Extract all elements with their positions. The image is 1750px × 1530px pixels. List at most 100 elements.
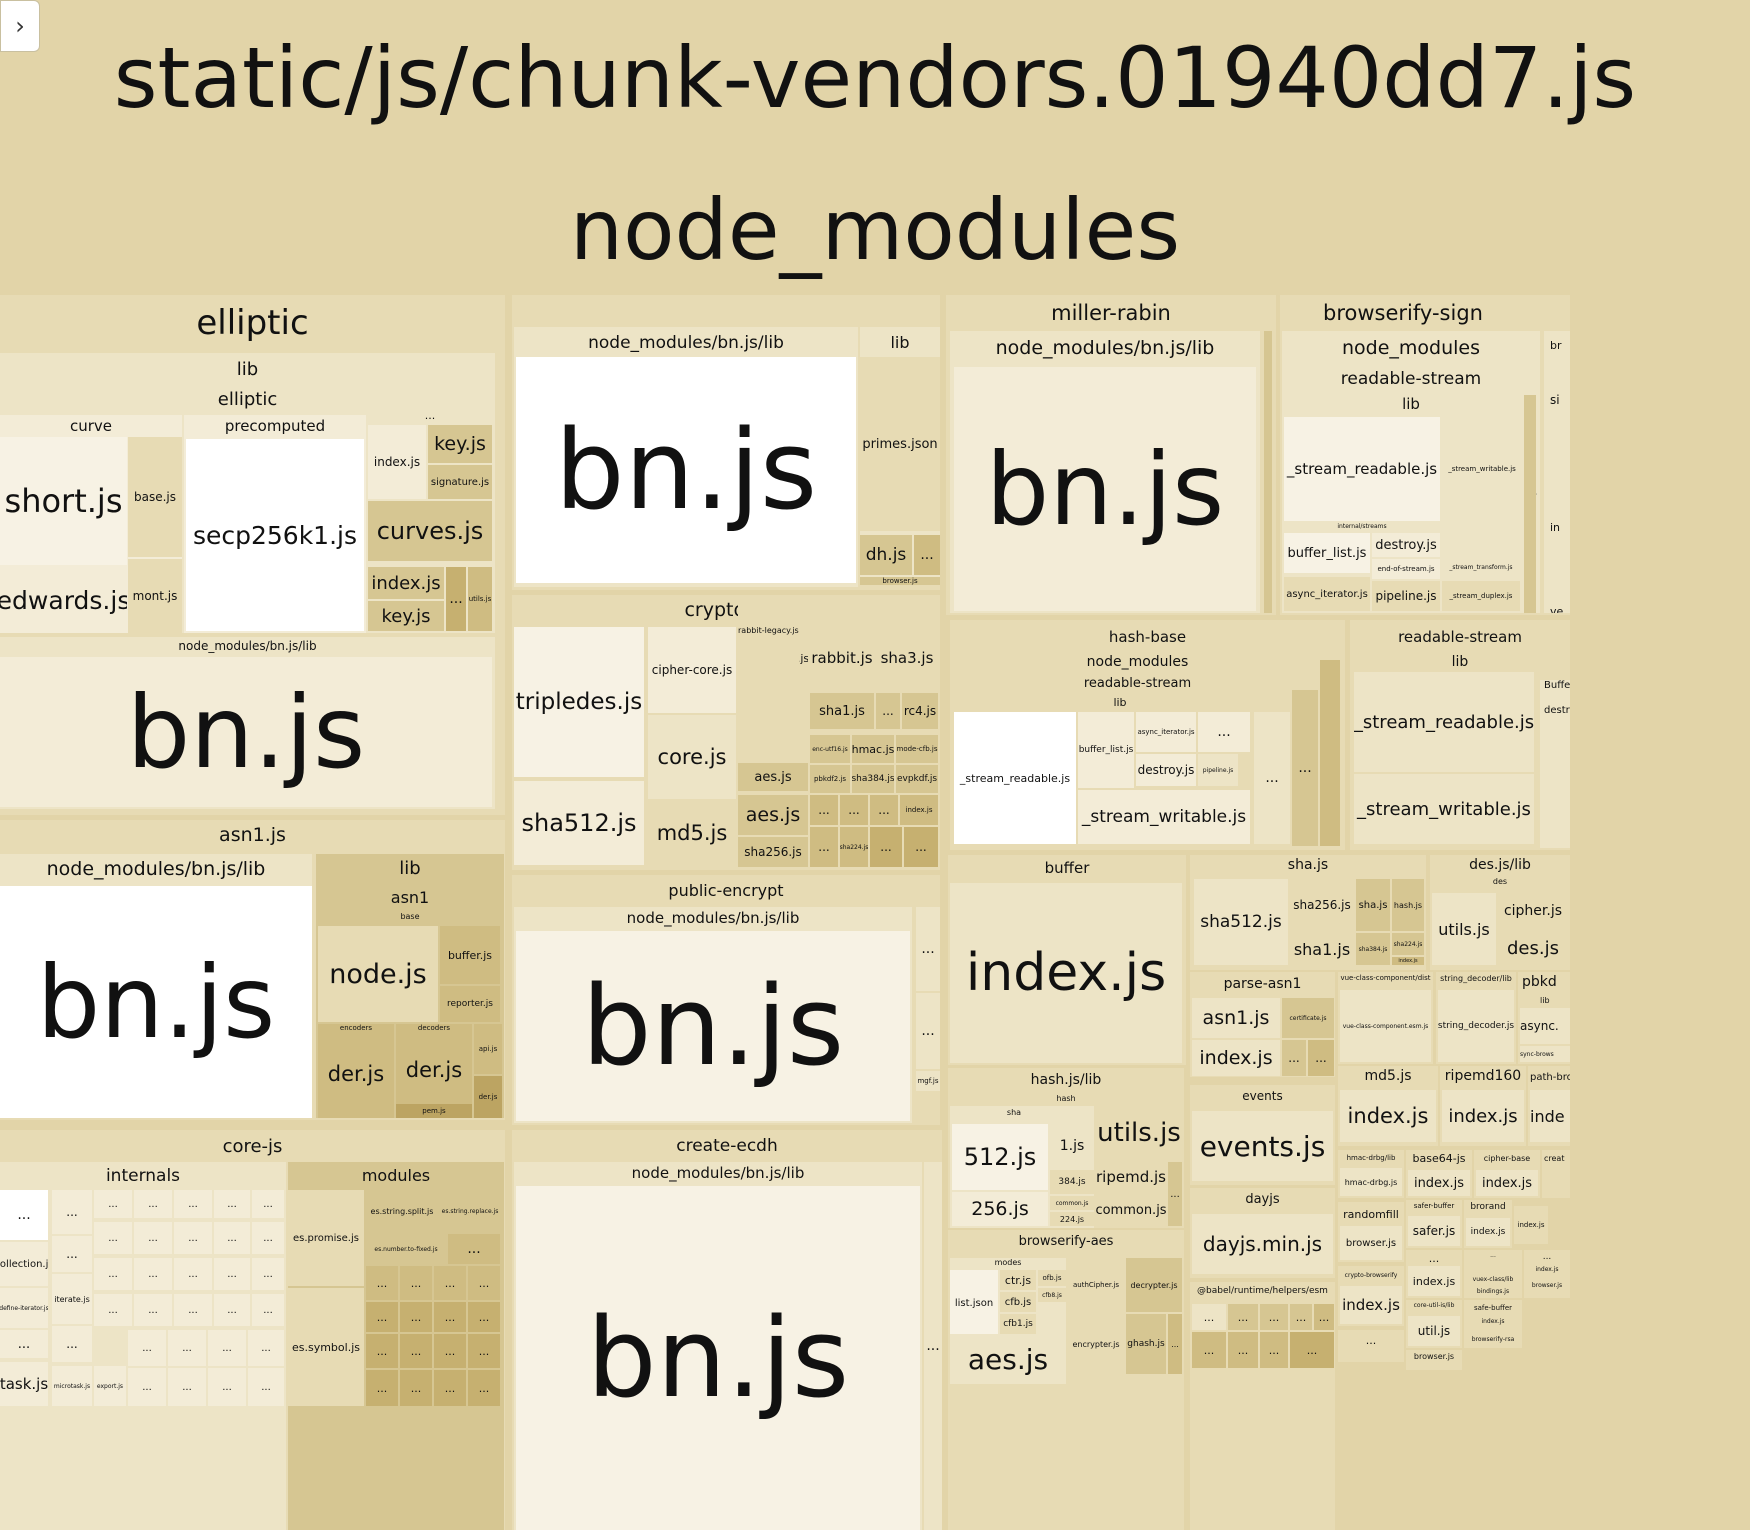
- tile-cipher-core-js[interactable]: cipher-core.js: [648, 627, 736, 713]
- tile-224-js[interactable]: 224.js: [1050, 1212, 1094, 1226]
- tile-ripemd-js[interactable]: ripemd.js: [1096, 1162, 1166, 1192]
- tile-cfb8-js[interactable]: cfb8.js: [1038, 1288, 1066, 1302]
- tile-randomfill[interactable]: randomfill browser.js: [1338, 1202, 1404, 1262]
- tile-readable-stream[interactable]: readable-stream lib _stream_readable.js …: [1350, 620, 1570, 850]
- tile-der-js[interactable]: der.js: [327, 1062, 385, 1086]
- tile-tripledes-js[interactable]: tripledes.js: [514, 627, 644, 777]
- tile-index-js[interactable]: index.js: [1408, 1266, 1460, 1296]
- tile-async-iterator-js[interactable]: async_iterator.js: [1284, 577, 1370, 611]
- tile-misc-b[interactable]: ... index.js browser.js: [1524, 1250, 1570, 1298]
- tile-bsign-bar[interactable]: [1524, 395, 1536, 613]
- tile-256-js[interactable]: 256.js: [952, 1192, 1048, 1226]
- tile-buffer-list-js[interactable]: buffer_list.js: [1078, 712, 1134, 788]
- tile-stream-writable-js[interactable]: _stream_writable.js: [1078, 790, 1250, 844]
- tile-utils-js[interactable]: utils.js: [468, 567, 492, 631]
- tile-cfb-js[interactable]: cfb.js: [1000, 1292, 1036, 1312]
- tile-curve[interactable]: curve short.js edwards.js base.js mont.j…: [0, 415, 182, 633]
- tile-elliptic[interactable]: elliptic lib elliptic curve short.js edw…: [0, 295, 505, 815]
- tile-stream-readable-js[interactable]: _stream_readable.js: [1284, 417, 1440, 521]
- tile-evpkdf-js[interactable]: evpkdf.js: [896, 765, 938, 793]
- tile-async-iterator-js[interactable]: async_iterator.js: [1136, 712, 1196, 752]
- tile-sha512-js[interactable]: sha512.js: [1194, 879, 1288, 965]
- tile-1-js[interactable]: 1.js: [1050, 1124, 1094, 1168]
- tile-ghash-js[interactable]: ghash.js: [1126, 1314, 1166, 1374]
- tile-path-browserify[interactable]: path-bro inde: [1528, 1066, 1570, 1146]
- tile-public-encrypt[interactable]: public-encrypt node_modules/bn.js/lib bn…: [512, 875, 940, 1125]
- tile-hash-js[interactable]: hash.js: [1392, 879, 1424, 931]
- tile-index-js[interactable]: index.js: [1340, 1090, 1436, 1142]
- tile-bn-js[interactable]: bn.js: [0, 886, 312, 1118]
- tile-brorand[interactable]: brorand index.js: [1464, 1200, 1512, 1248]
- tile-asn1-js[interactable]: asn1.js: [1192, 998, 1280, 1038]
- tile-sha256-js[interactable]: sha256.js: [1290, 879, 1354, 931]
- tile-es-symbol-js[interactable]: es.symbol.js: [288, 1288, 364, 1406]
- tile-stream-readable-js[interactable]: _stream_readable.js: [954, 712, 1076, 844]
- node-modules-label[interactable]: node_modules: [569, 181, 1181, 279]
- tile-aes-js[interactable]: aes.js: [738, 763, 808, 791]
- tile-encoders[interactable]: encoders der.js: [318, 1024, 394, 1118]
- tile-bn-js[interactable]: bn.js: [516, 1186, 920, 1530]
- tile-end-of-stream-js[interactable]: end-of-stream.js: [1372, 559, 1440, 579]
- tile-mgf-js[interactable]: mgf.js: [916, 1071, 940, 1091]
- tile-edwards-js[interactable]: edwards.js: [0, 567, 127, 633]
- tile-microtask-js[interactable]: microtask.js: [52, 1366, 92, 1406]
- tile-safer-js[interactable]: safer.js: [1408, 1216, 1460, 1246]
- sidebar-toggle-button[interactable]: ›: [0, 0, 40, 52]
- tile-stream-transform-js[interactable]: _stream_transform.js: [1442, 555, 1520, 579]
- tile-safe-buffer[interactable]: safe-buffer index.js browserify-rsa: [1464, 1300, 1522, 1348]
- tile-md5-js[interactable]: md5.js index.js: [1338, 1066, 1438, 1146]
- tile-elliptic-misc[interactable]: ... index.js key.js signature.js curves.…: [368, 415, 492, 633]
- tile-key-js[interactable]: key.js: [368, 601, 444, 631]
- tile-stream-writable-js[interactable]: _stream_writable.js: [1442, 417, 1522, 521]
- tile-core-js[interactable]: core.js: [648, 715, 736, 799]
- tile-reporter-js[interactable]: reporter.js: [440, 986, 500, 1022]
- tile-pbkdf2[interactable]: pbkd lib async. sync-brows: [1518, 972, 1570, 1064]
- tile-define-iterator-js[interactable]: define-iterator.js: [0, 1288, 48, 1328]
- tile-crypto-browserify[interactable]: crypto-browserify index.js: [1338, 1266, 1404, 1326]
- tile-miller-rabin[interactable]: miller-rabin node_modules/bn.js/lib bn.j…: [946, 295, 1276, 615]
- tile-iterate-js[interactable]: iterate.js: [52, 1274, 92, 1324]
- tile-destroy-js[interactable]: destroy.js: [1136, 754, 1196, 786]
- tile-pipeline-js[interactable]: pipeline.js: [1372, 581, 1440, 611]
- tile-index-js[interactable]: index.js: [368, 425, 426, 499]
- tile-string-decoder-js[interactable]: string_decoder.js: [1438, 990, 1514, 1062]
- tile-index-js[interactable]: inde: [1530, 1090, 1570, 1142]
- tile-miller-bn-lib[interactable]: node_modules/bn.js/lib bn.js: [950, 331, 1260, 613]
- tile-index-js[interactable]: index.js: [1476, 1170, 1538, 1196]
- tile-rs2-side[interactable]: Buffer destr: [1540, 680, 1570, 848]
- tile-es-string-split-js[interactable]: es.string.split.js: [366, 1190, 438, 1232]
- tile-hmac-drbg-js[interactable]: hmac-drbg.js: [1340, 1168, 1402, 1196]
- tile-dh-js[interactable]: dh.js: [860, 535, 912, 575]
- tile-pem-js[interactable]: pem.js: [396, 1104, 472, 1118]
- tile-browserify-sign[interactable]: browserify-sign node_modules readable-st…: [1280, 295, 1570, 615]
- tile-des-js[interactable]: des.js: [1498, 931, 1568, 965]
- tile-index-js[interactable]: index.js: [1442, 1090, 1524, 1142]
- tile-modules[interactable]: modules es.promise.js es.symbol.js es.st…: [288, 1162, 504, 1530]
- tile-sha384-js[interactable]: sha384.js: [852, 765, 894, 793]
- tile-ecdh-bn-lib[interactable]: node_modules/bn.js/lib bn.js: [514, 1162, 922, 1530]
- tile-string-decoder[interactable]: string_decoder/lib string_decoder.js: [1436, 972, 1516, 1064]
- chunk-title[interactable]: static/js/chunk-vendors.01940dd7.js: [113, 29, 1637, 127]
- tile-safer-buffer[interactable]: safer-buffer safer.js: [1406, 1200, 1462, 1248]
- tile-pubenc-bn-lib[interactable]: node_modules/bn.js/lib bn.js: [514, 907, 912, 1123]
- tile-bn-js[interactable]: bn.js: [954, 367, 1256, 611]
- tile-buffer-list-js[interactable]: buffer_list.js: [1284, 533, 1370, 573]
- tile-index-js[interactable]: index.js: [1192, 1040, 1280, 1076]
- tile-index-js[interactable]: index.js: [1392, 957, 1424, 965]
- tile-sha224-js[interactable]: sha224.js: [1392, 933, 1424, 955]
- tile-internals[interactable]: internals ... collection.js define-itera…: [0, 1162, 286, 1530]
- tile-misc-d[interactable]: browser.js: [1406, 1350, 1462, 1370]
- tile-miller-extra[interactable]: [1264, 331, 1272, 613]
- tile-asn1-js[interactable]: asn1.js node_modules/bn.js/lib bn.js lib…: [0, 820, 505, 1120]
- tile-common-js[interactable]: common.js: [1096, 1194, 1166, 1226]
- tile-ctr-js[interactable]: ctr.js: [1000, 1270, 1036, 1290]
- tile-mode-cfb-js[interactable]: mode-cfb.js: [896, 735, 938, 763]
- tile-sha256-js[interactable]: sha256.js: [738, 837, 808, 867]
- tile-512-js[interactable]: 512.js: [952, 1124, 1048, 1190]
- tile-pbkdf2-js[interactable]: pbkdf2.js: [810, 765, 850, 793]
- tile-browser-js[interactable]: browser.js: [860, 577, 940, 585]
- tile-decrypter-js[interactable]: decrypter.js: [1126, 1258, 1182, 1312]
- tile-elliptic-bn-lib[interactable]: node_modules/bn.js/lib bn.js: [0, 637, 495, 809]
- tile-rc4-js[interactable]: rc4.js: [902, 693, 938, 729]
- tile-decoders[interactable]: decoders der.js pem.js: [396, 1024, 472, 1118]
